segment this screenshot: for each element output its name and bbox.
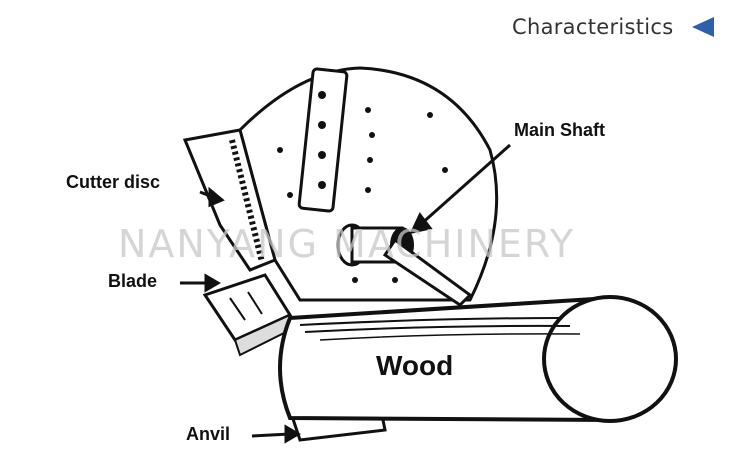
knife-slot — [297, 67, 349, 213]
anvil-arrow — [251, 432, 291, 438]
header-title: Characteristics — [512, 15, 674, 39]
left-triangle-icon[interactable] — [691, 17, 714, 37]
label-anvil: Anvil — [186, 424, 231, 444]
label-cutter-disc: Cutter disc — [66, 172, 161, 192]
main-shaft-hub — [336, 223, 473, 307]
main-shaft-arrow — [419, 143, 511, 227]
header: Characteristics — [512, 12, 714, 42]
cutter-disc — [238, 66, 499, 302]
label-blade: Blade — [108, 271, 158, 291]
wood-log — [278, 295, 678, 423]
label-wood: Wood — [376, 350, 454, 381]
watermark: NANYANG MACHINERY — [118, 222, 576, 266]
label-main-shaft: Main Shaft — [514, 120, 606, 140]
blade-assembly — [202, 273, 293, 357]
